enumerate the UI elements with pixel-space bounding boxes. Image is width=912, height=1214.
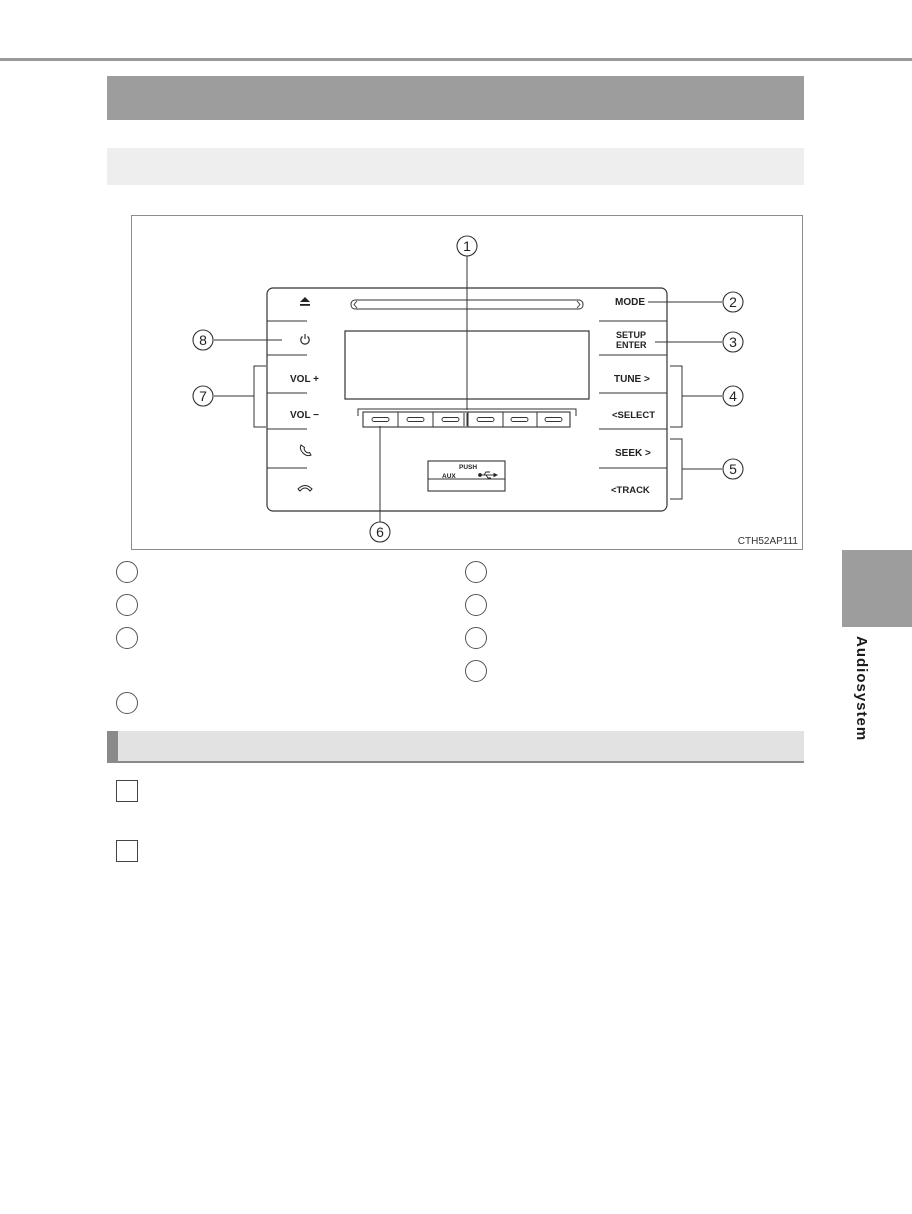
svg-text:4: 4 bbox=[729, 388, 737, 404]
track-button[interactable]: <TRACK bbox=[611, 485, 650, 496]
callout-8: 8 bbox=[192, 329, 214, 351]
svg-text:7: 7 bbox=[199, 388, 207, 404]
svg-text:3: 3 bbox=[729, 334, 737, 350]
power-icon[interactable] bbox=[300, 334, 310, 345]
callout-1: 1 bbox=[456, 235, 478, 257]
phone-hangup-icon[interactable] bbox=[297, 485, 313, 492]
legend-marker bbox=[465, 561, 487, 583]
subsection-title-bar bbox=[107, 148, 804, 185]
svg-text:8: 8 bbox=[199, 332, 207, 348]
sub-heading-bar bbox=[107, 731, 804, 763]
left-button-separators bbox=[267, 320, 307, 469]
mode-button[interactable]: MODE bbox=[615, 297, 645, 308]
legend-marker bbox=[116, 594, 138, 616]
audio-unit-figure: VOL + VOL − MODE SETUP ENTER TUNE > <SEL… bbox=[131, 215, 803, 550]
enter-button-line2[interactable]: ENTER bbox=[616, 340, 647, 350]
preset-buttons bbox=[362, 411, 571, 428]
callout-4: 4 bbox=[722, 385, 744, 407]
svg-text:2: 2 bbox=[729, 294, 737, 310]
push-label: PUSH bbox=[459, 464, 477, 471]
aux-usb-port: PUSH AUX bbox=[427, 460, 506, 492]
tune-button[interactable]: TUNE > bbox=[614, 374, 650, 385]
chapter-tab bbox=[842, 550, 912, 627]
top-rule bbox=[0, 58, 912, 61]
audio-unit-illustration: VOL + VOL − MODE SETUP ENTER TUNE > <SEL… bbox=[192, 235, 799, 547]
vol-bracket bbox=[253, 365, 266, 428]
phone-pickup-icon[interactable] bbox=[299, 444, 312, 457]
setup-button-line1[interactable]: SETUP bbox=[616, 330, 646, 340]
step-checkbox bbox=[116, 840, 138, 862]
legend-marker bbox=[465, 660, 487, 682]
callout-7: 7 bbox=[192, 385, 214, 407]
legend-marker bbox=[116, 692, 138, 714]
usb-icon bbox=[478, 471, 499, 479]
legend-marker bbox=[116, 627, 138, 649]
step-checkbox bbox=[116, 780, 138, 802]
vol-up-button[interactable]: VOL + bbox=[290, 374, 319, 385]
figure-code: CTH52AP111 bbox=[738, 536, 799, 547]
vol-down-button[interactable]: VOL − bbox=[290, 410, 319, 421]
callout-3: 3 bbox=[722, 331, 744, 353]
sub-heading-accent bbox=[107, 731, 118, 761]
select-button[interactable]: <SELECT bbox=[612, 410, 655, 421]
svg-text:6: 6 bbox=[376, 524, 384, 540]
chapter-tab-label: Audiosystem bbox=[853, 636, 870, 742]
callout-6: 6 bbox=[369, 521, 391, 543]
svg-text:1: 1 bbox=[463, 238, 471, 254]
legend-marker bbox=[465, 627, 487, 649]
eject-icon[interactable] bbox=[300, 297, 310, 306]
callout-2: 2 bbox=[722, 291, 744, 313]
legend-marker bbox=[465, 594, 487, 616]
section-title-bar bbox=[107, 76, 804, 120]
aux-label: AUX bbox=[442, 473, 456, 480]
callout-leader-lines bbox=[214, 256, 722, 522]
svg-text:5: 5 bbox=[729, 461, 737, 477]
legend-marker bbox=[116, 561, 138, 583]
tune-select-bracket bbox=[670, 365, 683, 428]
seek-button[interactable]: SEEK > bbox=[615, 448, 651, 459]
seek-track-bracket bbox=[670, 438, 683, 500]
right-button-separators bbox=[599, 320, 667, 469]
callout-5: 5 bbox=[722, 458, 744, 480]
